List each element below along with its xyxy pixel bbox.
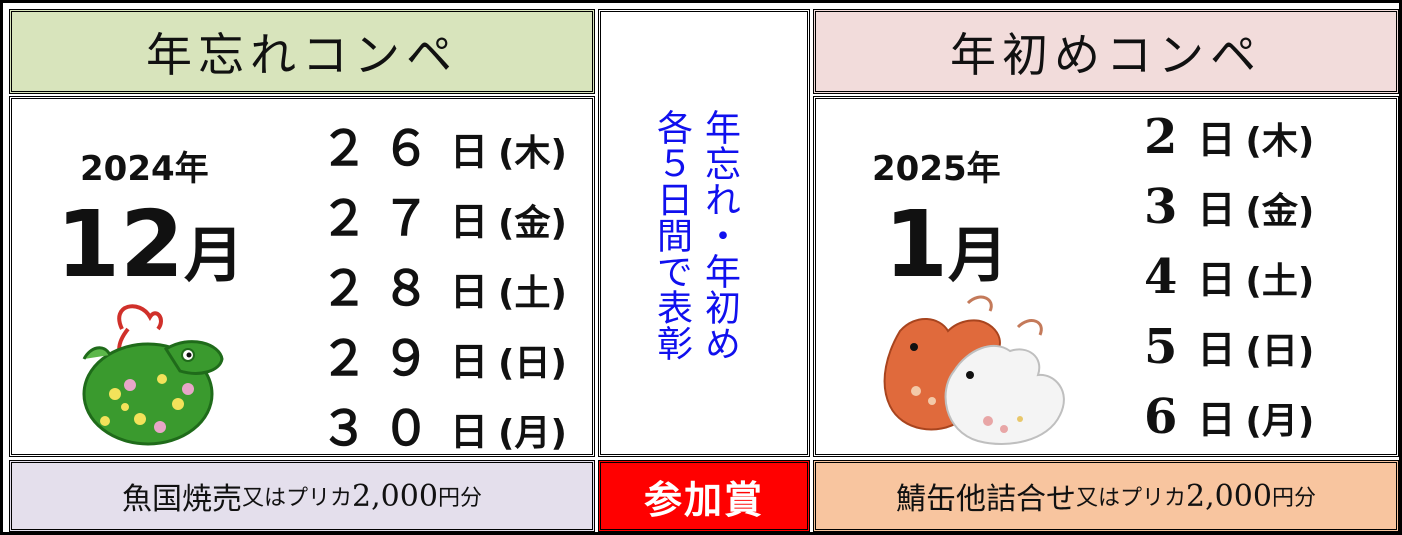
left-header: 年忘れコンペ: [9, 9, 595, 94]
left-month-unit: 月: [184, 221, 245, 291]
left-title: 年忘れコンペ: [146, 27, 458, 82]
left-day-number: ２６: [320, 121, 445, 177]
right-prize-amount: 2,000: [1186, 478, 1272, 514]
right-day-unit: 日: [1197, 258, 1236, 302]
left-day-number: ２７: [320, 191, 445, 247]
right-month: 1月: [884, 191, 1008, 298]
left-month-number: 12: [56, 191, 185, 298]
right-prize-unit: 円分: [1271, 486, 1316, 511]
left-month: 12月: [56, 191, 244, 298]
left-prize-unit: 円分: [437, 486, 482, 511]
right-day-of-week: (日): [1245, 331, 1315, 372]
center-panel: 年忘れ・年初め 各５日間で表彰: [598, 9, 810, 457]
right-day-of-week: (金): [1245, 191, 1315, 232]
right-day-number: 4: [1144, 249, 1192, 305]
participation-award: 参加賞: [598, 460, 810, 532]
right-month-unit: 月: [948, 221, 1009, 291]
right-year: 2025年: [872, 149, 1001, 189]
right-day-unit: 日: [1197, 328, 1236, 372]
left-day-of-week: (金): [498, 203, 567, 244]
left-day-of-week: (土): [498, 273, 567, 314]
right-day-number: 2: [1144, 109, 1192, 165]
left-day-unit: 日: [450, 130, 489, 174]
right-day-of-week: (土): [1245, 261, 1315, 302]
center-text-left: 各５日間で表彰: [651, 109, 692, 361]
award-label: 参加賞: [643, 477, 764, 522]
left-day-unit: 日: [450, 200, 489, 244]
green-dragon-bell-icon: [82, 304, 224, 446]
left-day-of-week: (木): [498, 133, 567, 174]
left-year: 2024年: [80, 149, 209, 189]
left-prize-amount: 2,000: [352, 478, 438, 514]
left-prize-sub: 又はプリカ: [242, 486, 353, 511]
right-day-number: 5: [1144, 319, 1192, 375]
right-day-unit: 日: [1197, 118, 1236, 162]
right-day-number: 3: [1144, 179, 1192, 235]
right-title: 年初めコンペ: [950, 27, 1262, 82]
left-day-number: ２８: [320, 261, 445, 317]
center-text-right: 年忘れ・年初め: [699, 109, 740, 361]
right-day-unit: 日: [1197, 188, 1236, 232]
left-day-unit: 日: [450, 410, 489, 454]
right-month-number: 1: [884, 191, 949, 298]
right-day-number: 6: [1144, 389, 1192, 445]
right-day-of-week: (木): [1245, 121, 1315, 162]
left-day-number: ３０: [320, 401, 445, 457]
right-prize-sub: 又はプリカ: [1076, 486, 1187, 511]
left-day-of-week: (月): [498, 413, 567, 454]
right-day-of-week: (月): [1245, 401, 1315, 442]
left-prize-main: 魚国焼売: [122, 482, 243, 517]
left-day-of-week: (日): [498, 343, 567, 384]
left-day-unit: 日: [450, 270, 489, 314]
right-header: 年初めコンペ: [813, 9, 1399, 94]
right-day-unit: 日: [1197, 398, 1236, 442]
right-prize-main: 鯖缶他詰合せ: [896, 482, 1077, 517]
left-day-number: ２９: [320, 331, 445, 387]
snake-bells-icon: [883, 295, 1065, 445]
left-day-unit: 日: [450, 340, 489, 384]
